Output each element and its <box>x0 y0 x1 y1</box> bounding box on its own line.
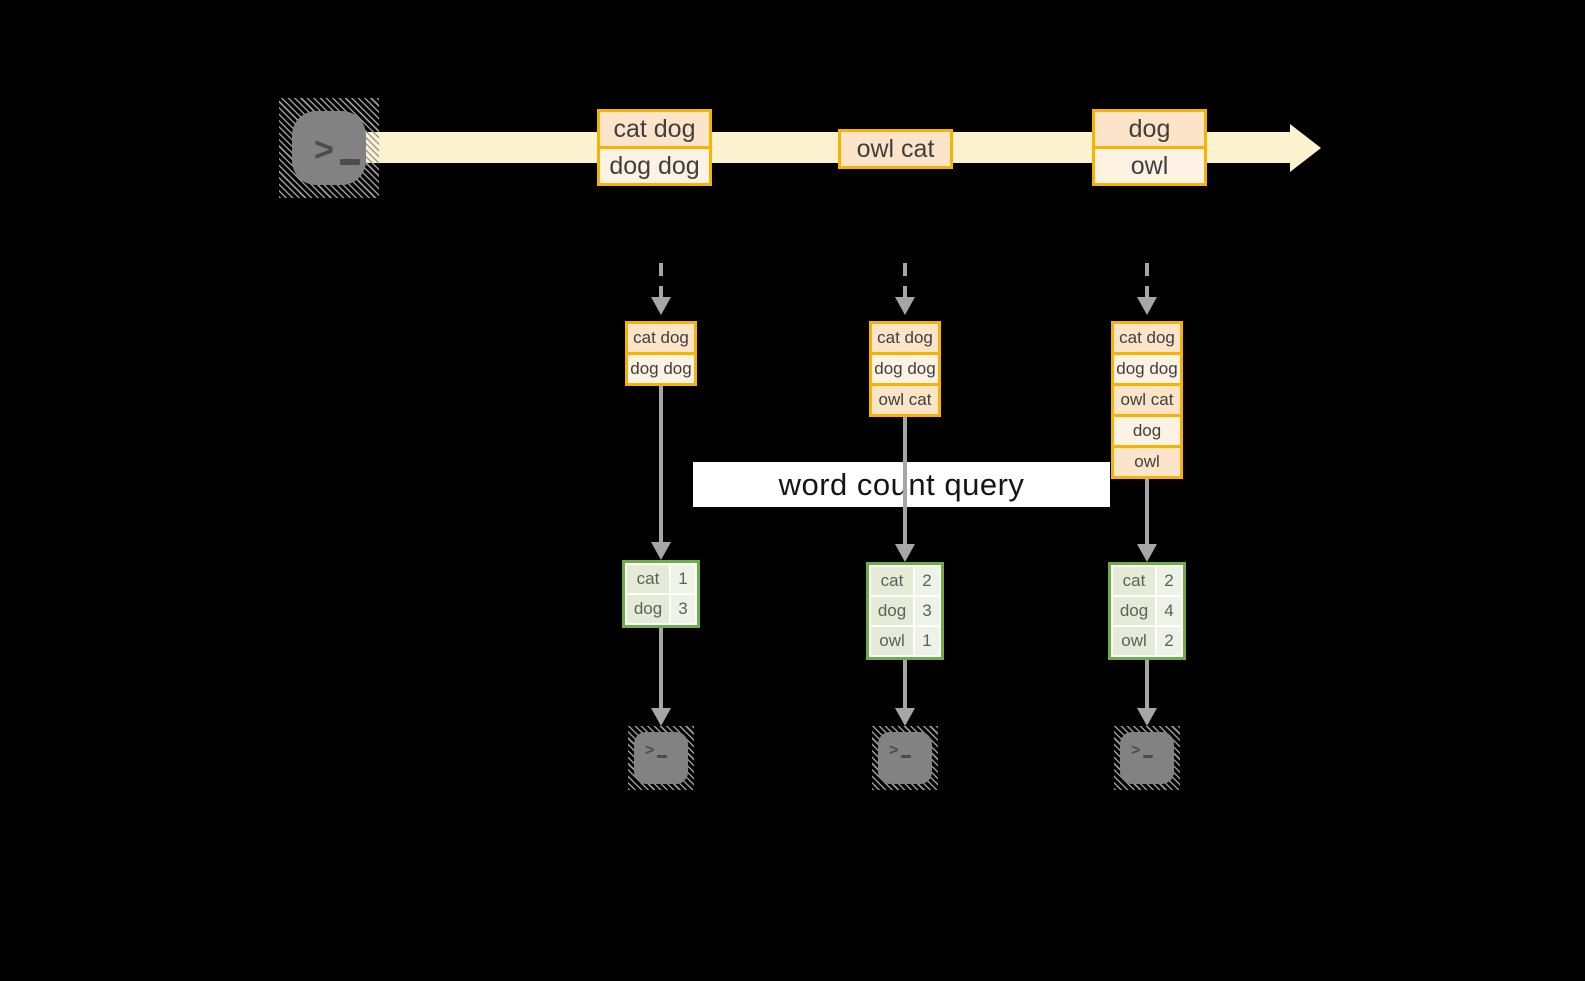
prompt-underscore-icon <box>1143 755 1154 758</box>
query-arrowhead <box>895 544 915 562</box>
prompt-chevron-icon: > <box>645 742 655 759</box>
stream-event-row: dog <box>1095 112 1204 146</box>
terminal-screen: > <box>878 732 932 784</box>
snapshot-arrow-dashed <box>1145 263 1149 297</box>
snapshot-row: dog dog <box>628 352 694 383</box>
stream-event-row: owl cat <box>841 132 950 166</box>
snapshot-arrowhead <box>895 297 915 315</box>
snapshot-arrow-dashed <box>903 263 907 297</box>
word-cell: owl <box>1113 627 1155 655</box>
terminal-source-icon: > <box>279 98 379 198</box>
terminal-output-icon: > <box>872 726 938 790</box>
word-count-table: cat 2 dog 4 owl 2 <box>1108 562 1186 660</box>
count-cell: 1 <box>671 565 695 593</box>
prompt-chevron-icon: > <box>889 742 899 759</box>
count-cell: 2 <box>915 567 939 595</box>
prompt-underscore-icon <box>657 755 668 758</box>
snapshot-arrow-dashed <box>659 263 663 297</box>
count-cell: 3 <box>915 597 939 625</box>
snapshot-row: dog <box>1114 414 1180 445</box>
prompt-underscore-icon <box>339 159 360 165</box>
query-arrowhead <box>1137 544 1157 562</box>
stream-arrowhead <box>1290 124 1321 172</box>
snapshot-row: cat dog <box>628 324 694 352</box>
word-count-table: cat 1 dog 3 <box>622 560 700 628</box>
snapshot-row: dog dog <box>872 352 938 383</box>
snapshot-stack: cat dog dog dog <box>625 321 697 386</box>
snapshot-stack: cat dog dog dog owl cat dog owl <box>1111 321 1183 479</box>
snapshot-stack: cat dog dog dog owl cat <box>869 321 941 417</box>
count-cell: 2 <box>1157 567 1181 595</box>
word-count-table: cat 2 dog 3 owl 1 <box>866 562 944 660</box>
snapshot-row: cat dog <box>872 324 938 352</box>
terminal-output-icon: > <box>1114 726 1180 790</box>
word-cell: dog <box>1113 597 1155 625</box>
query-arrow <box>659 386 663 542</box>
output-arrowhead <box>1137 708 1157 726</box>
snapshot-arrowhead <box>651 297 671 315</box>
stream-event-row: cat dog <box>600 112 709 146</box>
count-cell: 1 <box>915 627 939 655</box>
query-arrow <box>1145 479 1149 544</box>
count-cell: 3 <box>671 595 695 623</box>
snapshot-row: dog dog <box>1114 352 1180 383</box>
output-arrowhead <box>895 708 915 726</box>
word-cell: cat <box>627 565 669 593</box>
stream-event-box: dog owl <box>1092 109 1207 186</box>
snapshot-row: owl cat <box>1114 383 1180 414</box>
output-arrow <box>903 660 907 708</box>
terminal-screen: > <box>292 111 366 185</box>
count-cell: 4 <box>1157 597 1181 625</box>
prompt-chevron-icon: > <box>314 131 334 169</box>
terminal-screen: > <box>1120 732 1174 784</box>
snapshot-arrowhead <box>1137 297 1157 315</box>
prompt-chevron-icon: > <box>1131 742 1141 759</box>
word-cell: dog <box>627 595 669 623</box>
word-cell: dog <box>871 597 913 625</box>
terminal-output-icon: > <box>628 726 694 790</box>
stream-event-row: dog dog <box>600 146 709 183</box>
terminal-screen: > <box>634 732 688 784</box>
snapshot-row: owl <box>1114 445 1180 476</box>
stream-event-row: owl <box>1095 146 1204 183</box>
word-cell: cat <box>871 567 913 595</box>
snapshot-row: owl cat <box>872 383 938 414</box>
output-arrowhead <box>651 708 671 726</box>
output-arrow <box>1145 660 1149 708</box>
snapshot-row: cat dog <box>1114 324 1180 352</box>
count-cell: 2 <box>1157 627 1181 655</box>
stream-event-box: owl cat <box>838 129 953 169</box>
query-label: word count query <box>693 462 1110 507</box>
output-arrow <box>659 628 663 708</box>
stream-event-box: cat dog dog dog <box>597 109 712 186</box>
prompt-underscore-icon <box>901 755 912 758</box>
word-cell: owl <box>871 627 913 655</box>
query-arrowhead <box>651 542 671 560</box>
query-arrow <box>903 417 907 544</box>
word-cell: cat <box>1113 567 1155 595</box>
